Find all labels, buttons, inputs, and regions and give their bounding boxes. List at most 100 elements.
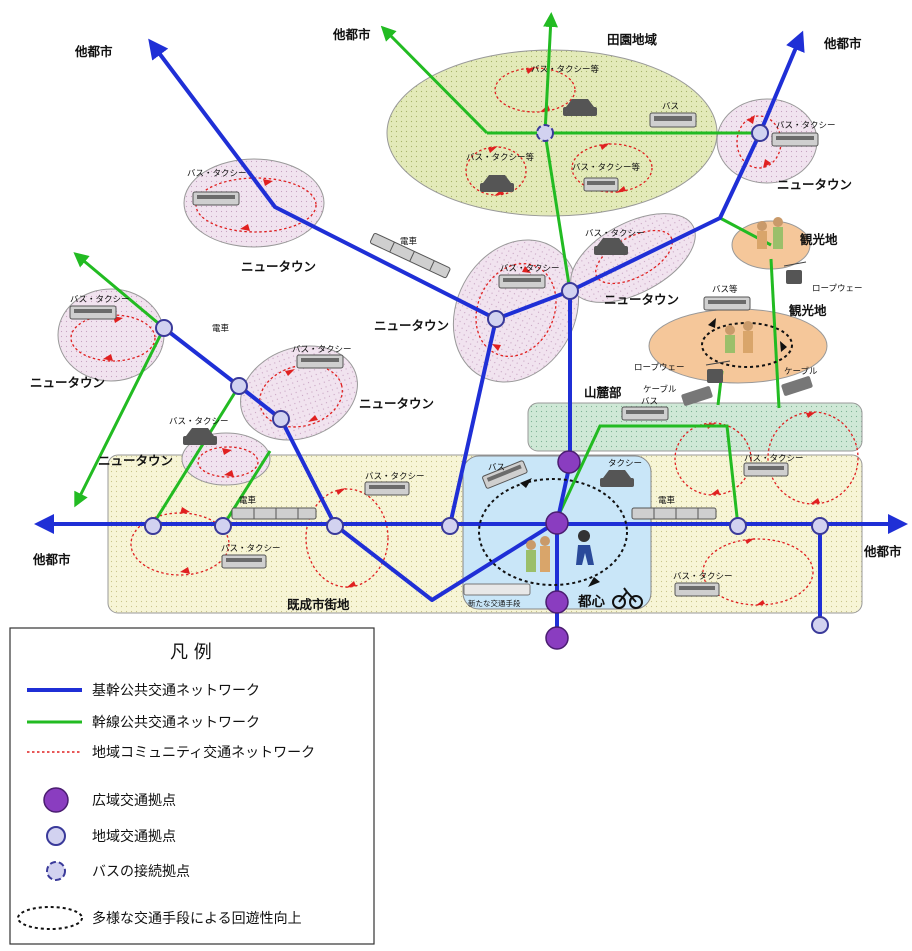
tourists-icon [757, 217, 783, 249]
local-hub [487, 310, 505, 328]
local-hub [155, 319, 173, 337]
branch-line [73, 252, 165, 330]
taxi-icon [563, 99, 597, 116]
wide-hub [557, 450, 581, 474]
community-loop [494, 67, 576, 113]
bus-icon [621, 406, 669, 421]
community-loop [674, 422, 752, 496]
other-city-label: 他都市 [332, 27, 371, 42]
other-city-label: 他都市 [823, 36, 862, 51]
local-hubs [144, 124, 829, 634]
bus-taxi-etc-label: バス・タクシー等 [531, 64, 600, 75]
newtown-label: ニュータウン [777, 177, 852, 192]
branch-network [73, 12, 781, 527]
bus-icon [498, 274, 546, 289]
rural-area-label: 田園地域 [607, 32, 658, 47]
newtown-label: ニュータウン [359, 396, 434, 411]
taxi-label: タクシー [608, 459, 642, 469]
taxi-icon [183, 428, 217, 445]
bus-taxi-label: バス・タクシー [169, 417, 229, 427]
local-hub [561, 282, 579, 300]
community-loop [767, 411, 859, 505]
branch-line [543, 132, 572, 292]
vehicle-labels: バス・タクシー等 バス バス・タクシー バス・タクシー等 バス・タクシー等 バス… [70, 64, 863, 608]
bus-taxi-label: バス・タクシー [292, 345, 352, 355]
bus-taxi-label: バス・タクシー [673, 572, 733, 582]
train-icon [631, 507, 717, 520]
legend: 凡 例 基幹公共交通ネットワーク 幹線公共交通ネットワーク 地域コミュニティ交通… [9, 627, 375, 945]
local-hub [326, 517, 344, 535]
wide-hubs [545, 450, 581, 650]
branch-line [150, 385, 241, 527]
bus-label: バス [662, 102, 679, 112]
bus-taxi-label: バス・タクシー [500, 264, 560, 274]
bus-connection-hub [536, 124, 554, 142]
local-hub [144, 517, 162, 535]
community-loop [305, 488, 389, 588]
community-loop [197, 446, 259, 478]
bus-icon [583, 177, 619, 192]
community-loop [571, 143, 653, 193]
newtown-label: ニュータウン [98, 453, 173, 468]
legend-bus-hub-label: バスの接続拠点 [92, 863, 190, 880]
train-label: 電車 [239, 495, 257, 506]
train-label: 電車 [400, 236, 418, 247]
tourist-area-label: 観光地 [800, 232, 838, 247]
bus-icon [221, 554, 267, 569]
local-hub [272, 410, 290, 428]
loop-arrow [708, 318, 716, 328]
ropeway-label: ロープウェー [634, 363, 685, 373]
legend-loop-label: 多様な交通手段による回遊性向上 [92, 910, 302, 927]
wide-hub [545, 626, 569, 650]
taxi-icon [480, 175, 514, 192]
train-icon [231, 507, 317, 520]
legend-bus-hub-swatch [46, 861, 66, 881]
local-hub [729, 517, 747, 535]
bus-taxi-label: バス・タクシー [187, 169, 247, 179]
legend-loop-swatch [17, 906, 83, 930]
cable-label: ケーブル [784, 366, 818, 377]
other-city-label: 他都市 [74, 44, 113, 59]
train-label: 電車 [212, 323, 230, 334]
legend-title: 凡 例 [170, 642, 212, 663]
newtown-label: ニュータウン [30, 375, 105, 390]
bus-label: バス [641, 397, 658, 407]
bus-etc-label: バス等 [712, 284, 738, 295]
taxi-icon [600, 470, 634, 487]
legend-local-hub-swatch [46, 826, 66, 846]
legend-trunk-label: 基幹公共交通ネットワーク [92, 682, 260, 699]
bus-icon [364, 481, 410, 496]
city-center-loop [478, 478, 628, 586]
newtown-area-sw [181, 432, 271, 486]
ropeway-label: ロープウェー [812, 284, 863, 294]
shoppers-icon [526, 536, 550, 572]
legend-local-hub-label: 地域交通拠点 [92, 828, 176, 845]
walker-icon [576, 530, 594, 565]
local-hub [811, 616, 829, 634]
local-hub [214, 517, 232, 535]
newtown-label: ニュータウン [374, 318, 449, 333]
bus-icon [69, 305, 117, 320]
tourist-area-label: 観光地 [789, 303, 827, 318]
bus-icon [649, 112, 697, 128]
new-transit-label: 新たな交通手段 [468, 598, 521, 608]
legend-wide-hub-swatch [43, 787, 69, 813]
tourists-icon [725, 321, 753, 353]
place-labels: 他都市 他都市 他都市 他都市 他都市 田園地域 ニュータウン ニュータウン ニ… [30, 27, 902, 612]
cable-label: ケーブル [643, 384, 677, 395]
bus-taxi-label: バス・タクシー [70, 295, 130, 305]
train-icon [369, 232, 451, 279]
loop-arrow [588, 577, 600, 587]
bus-taxi-label: バス・タクシー [365, 472, 425, 482]
ropeway-icon [783, 261, 807, 284]
cable-car-icon [681, 386, 713, 406]
newtown-label: ニュータウン [241, 259, 316, 274]
community-loop [475, 262, 557, 358]
bus-icon [703, 296, 751, 311]
other-city-label: 他都市 [863, 544, 902, 559]
bus-taxi-label: バス・タクシー [744, 454, 804, 464]
urban-area-label: 既成市街地 [287, 597, 350, 612]
taxi-icon [594, 238, 628, 255]
bus-taxi-label: バス・タクシー [776, 121, 836, 131]
branch-line [221, 450, 272, 527]
